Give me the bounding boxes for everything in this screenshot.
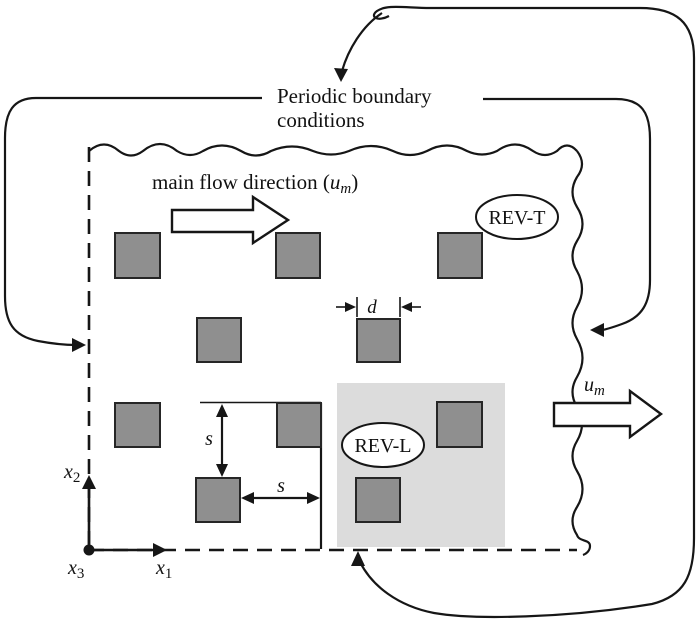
- domain-right-border-wavy: [571, 150, 592, 557]
- dim-s-horizontal-label: s: [277, 475, 285, 497]
- rev-t-label: REV-T: [488, 207, 545, 229]
- main-flow-arrow: [170, 194, 291, 246]
- dim-s-vertical-label: s: [205, 428, 213, 450]
- dim-s-horizontal-arrowhead-right: [307, 492, 320, 504]
- dim-s-vertical-arrow: [216, 404, 228, 477]
- obstacle-square: [114, 232, 161, 279]
- axis-x3-label: x3: [67, 557, 84, 582]
- dim-s-horizontal-arrow: [241, 492, 320, 504]
- main-flow-label: main flow direction (um): [152, 170, 358, 197]
- rev-l-label: REV-L: [354, 435, 411, 457]
- periodic-bc-label-line1: Periodic boundary: [277, 84, 432, 108]
- dim-d-annotation: [336, 297, 421, 317]
- dim-s-vertical-arrowhead-top: [216, 404, 228, 417]
- arrowhead-up-bottom-border: [351, 551, 365, 566]
- dim-d-arrowhead-right: [345, 302, 356, 312]
- axis-x1-label: x1: [155, 557, 172, 582]
- dim-d-arrowhead-left: [401, 302, 412, 312]
- x2-axis-arrowhead: [82, 475, 96, 489]
- dim-s-vertical-arrowhead-bottom: [216, 464, 228, 477]
- right-periodic-loop: [483, 97, 652, 333]
- um-label: um: [584, 374, 605, 399]
- origin-dot: [83, 544, 95, 556]
- domain-top-border-wavy: [88, 142, 578, 157]
- obstacle-square: [356, 318, 401, 363]
- coordinate-axes: [82, 475, 167, 557]
- obstacle-square: [437, 232, 483, 279]
- periodic-arrow-to-text: [340, 12, 383, 72]
- obstacle-square: [355, 477, 401, 523]
- arrowhead-down-text: [334, 68, 348, 82]
- dim-s-horizontal-arrowhead-left: [241, 492, 254, 504]
- obstacle-square: [114, 402, 161, 448]
- squares-layer: [114, 232, 483, 523]
- outer-periodic-loop: [357, 5, 696, 618]
- arrowhead-right-left-border: [72, 338, 86, 352]
- axis-x2-label: x2: [63, 461, 80, 486]
- rev-l-ellipse: [341, 422, 425, 468]
- x1-axis-arrowhead: [153, 543, 167, 557]
- obstacle-square: [195, 477, 241, 523]
- obstacle-square: [196, 317, 242, 363]
- periodic-bc-label-line2: conditions: [277, 108, 365, 132]
- rev-t-ellipse: [475, 194, 559, 240]
- obstacle-square: [436, 401, 483, 448]
- obstacle-square: [275, 232, 321, 279]
- arrowhead-left-right-border: [590, 323, 604, 337]
- um-arrow: [552, 388, 664, 440]
- left-periodic-loop: [3, 96, 262, 347]
- obstacle-square: [276, 402, 322, 448]
- dim-d-label: d: [367, 297, 377, 318]
